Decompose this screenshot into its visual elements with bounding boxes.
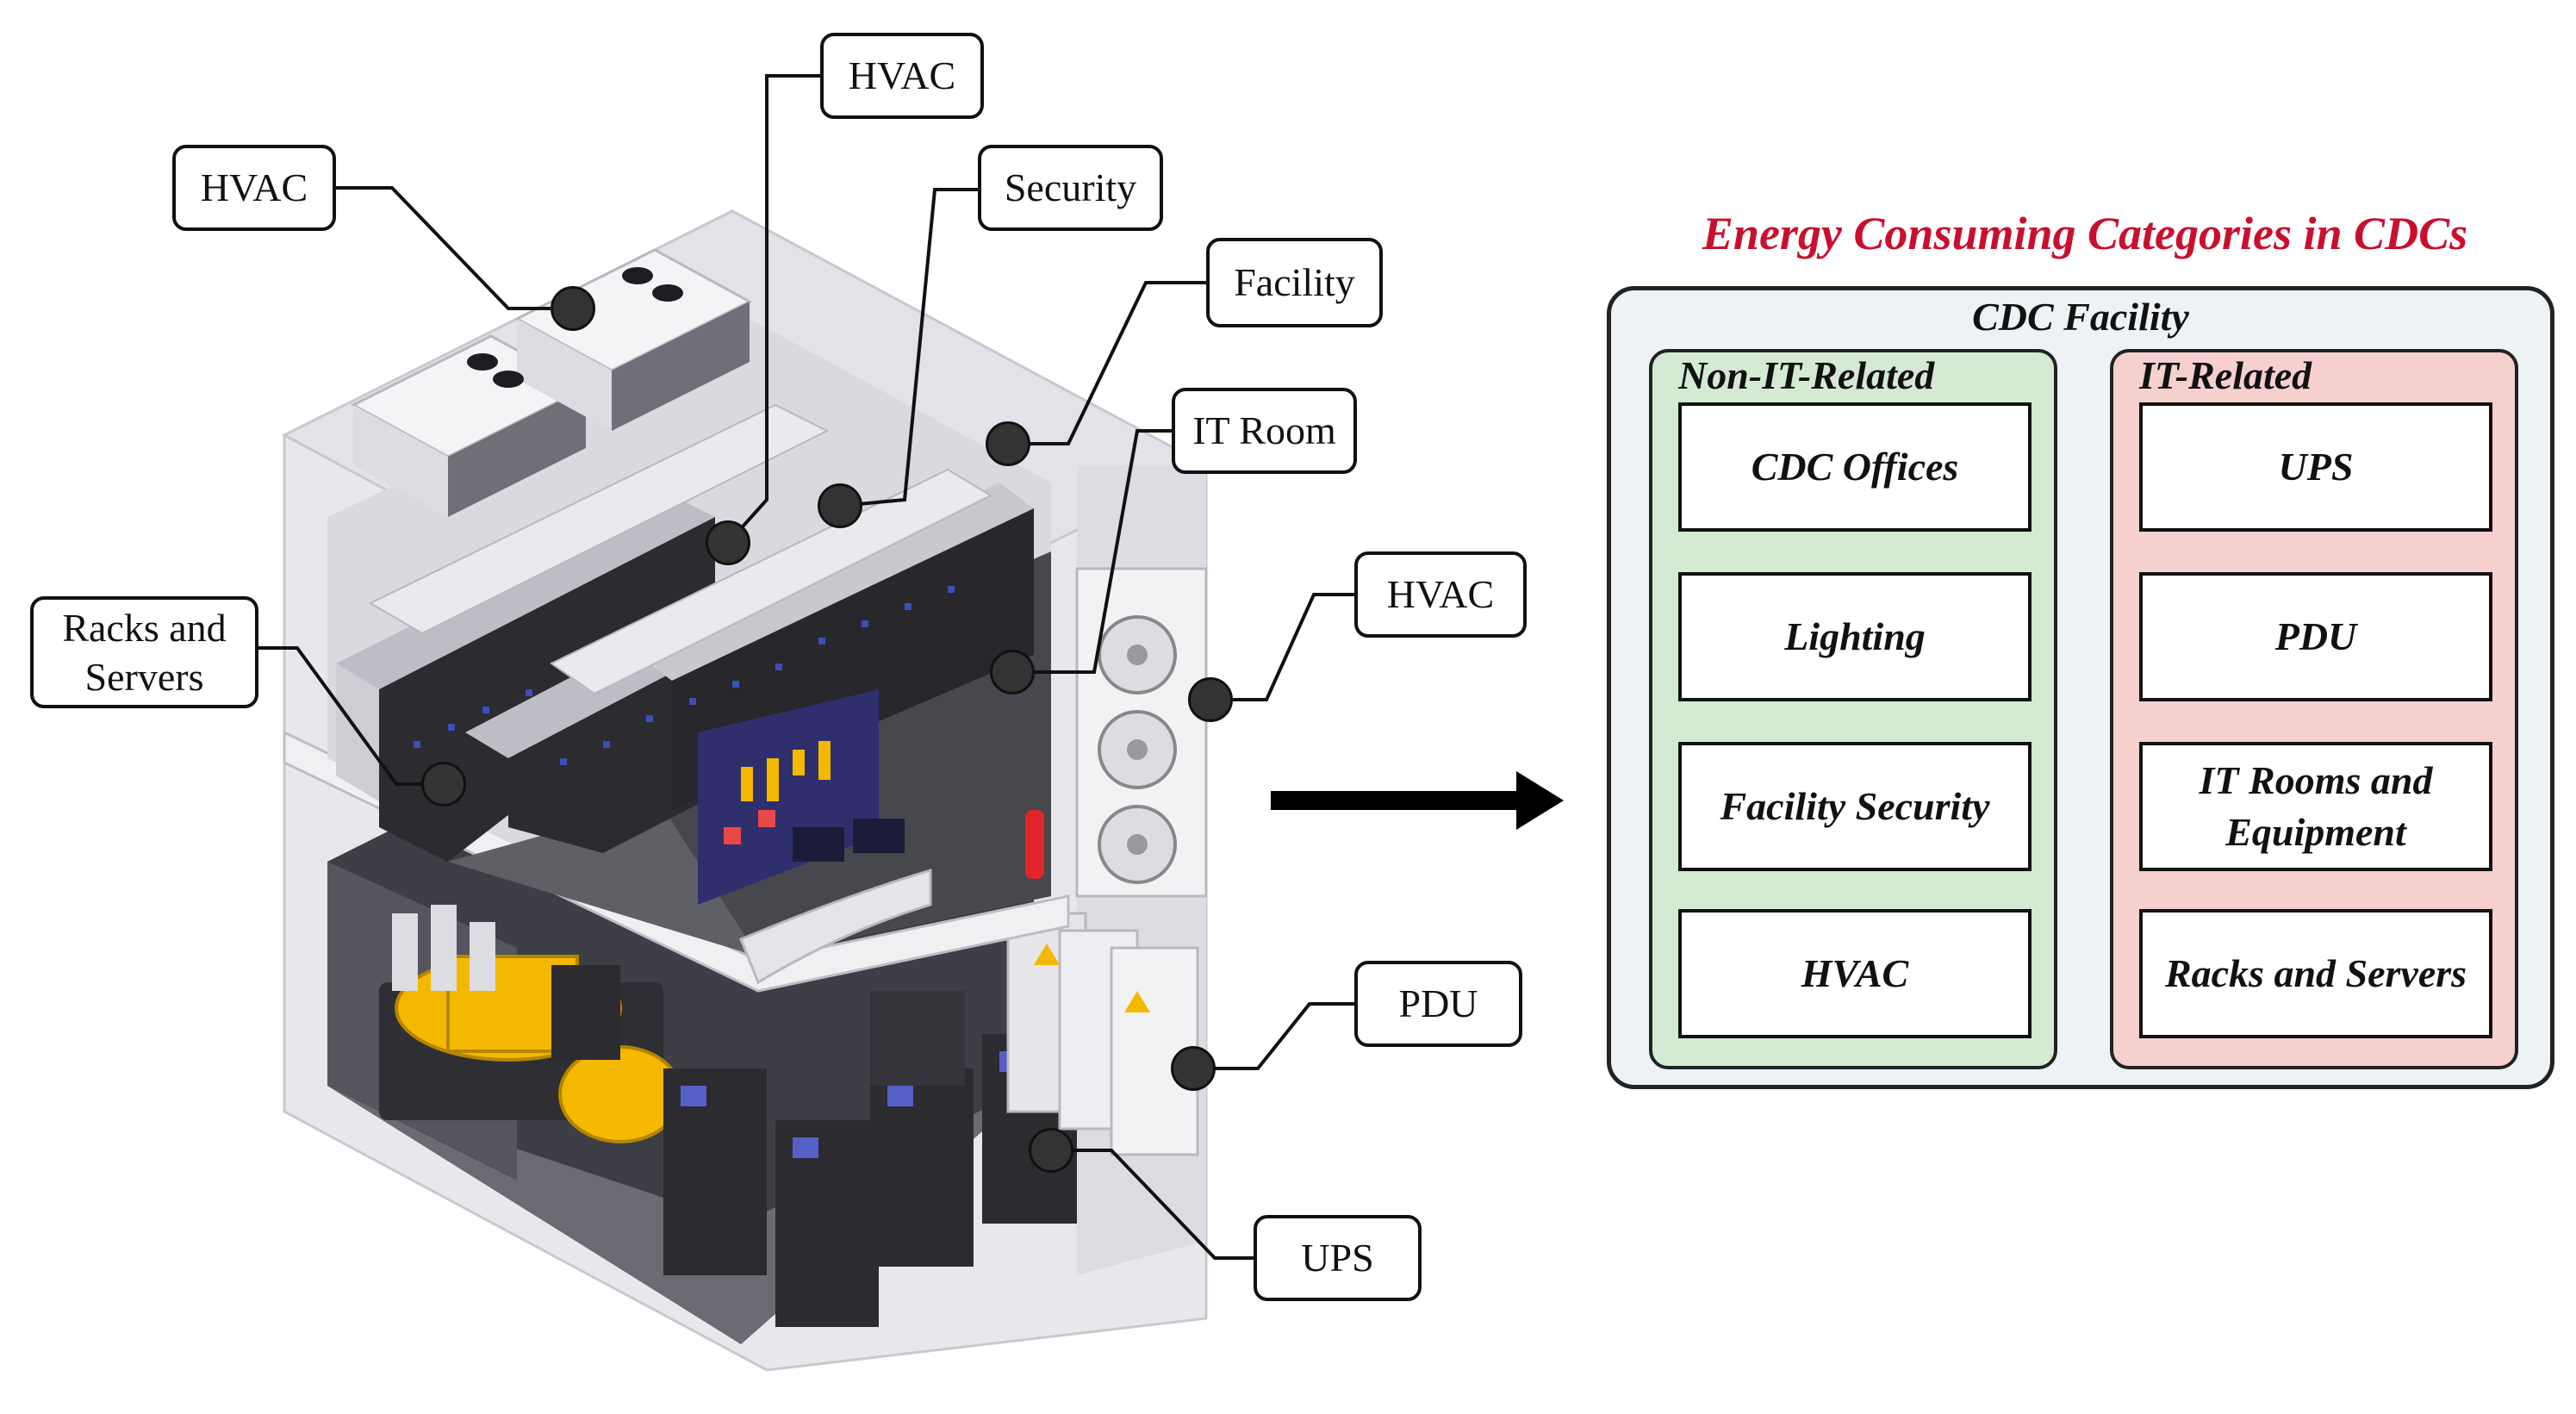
callout-dot-security [818, 483, 862, 528]
non-it-related-group: Non-IT-Related CDC Offices Lighting Faci… [1649, 349, 2057, 1069]
callout-hvac-right: HVAC [1354, 551, 1527, 638]
callout-pdu: PDU [1354, 961, 1522, 1047]
category-item: UPS [2139, 402, 2492, 532]
callout-racks-servers: Racks and Servers [30, 596, 258, 708]
control-room [698, 689, 1044, 985]
callout-hvac-top-left: HVAC [172, 145, 336, 231]
callout-lines [258, 74, 1354, 1260]
callout-facility: Facility [1206, 238, 1383, 327]
callout-dot-it-room [990, 650, 1035, 695]
group-title: IT-Related [2139, 353, 2312, 397]
wall-hvac-fans [1075, 567, 1208, 898]
panel-title: Energy Consuming Categories in CDCs [1702, 208, 2468, 259]
category-item: Racks and Servers [2139, 909, 2492, 1038]
category-item: Facility Security [1678, 742, 2032, 871]
callout-dot-ups [1029, 1128, 1073, 1173]
cdc-facility-box: CDC Facility Non-IT-Related CDC Offices … [1607, 286, 2554, 1089]
callout-dot-hvac-top-center [706, 520, 750, 565]
callout-dot-hvac-top-left [551, 286, 595, 331]
callout-dot-pdu [1171, 1046, 1216, 1091]
group-title: Non-IT-Related [1678, 353, 1935, 397]
callout-dot-facility [986, 421, 1030, 466]
callout-security: Security [978, 145, 1163, 231]
callout-hvac-top-center: HVAC [820, 33, 984, 119]
it-related-group: IT-Related UPS PDU IT Rooms and Equipmen… [2110, 349, 2518, 1069]
category-item: IT Rooms and Equipment [2139, 742, 2492, 871]
category-item: Lighting [1678, 572, 2032, 701]
generator [379, 905, 682, 1143]
category-item: HVAC [1678, 909, 2032, 1038]
server-racks [336, 403, 1034, 862]
callout-dot-hvac-right [1188, 677, 1233, 722]
category-item: CDC Offices [1678, 402, 2032, 532]
category-item: PDU [2139, 572, 2492, 701]
rooftop-hvac [350, 248, 753, 517]
cdc-facility-title: CDC Facility [1972, 295, 2189, 339]
callout-it-room: IT Room [1172, 388, 1357, 474]
callout-ups: UPS [1254, 1215, 1422, 1301]
right-arrow [1271, 771, 1564, 830]
callout-dot-racks-servers [421, 762, 466, 807]
